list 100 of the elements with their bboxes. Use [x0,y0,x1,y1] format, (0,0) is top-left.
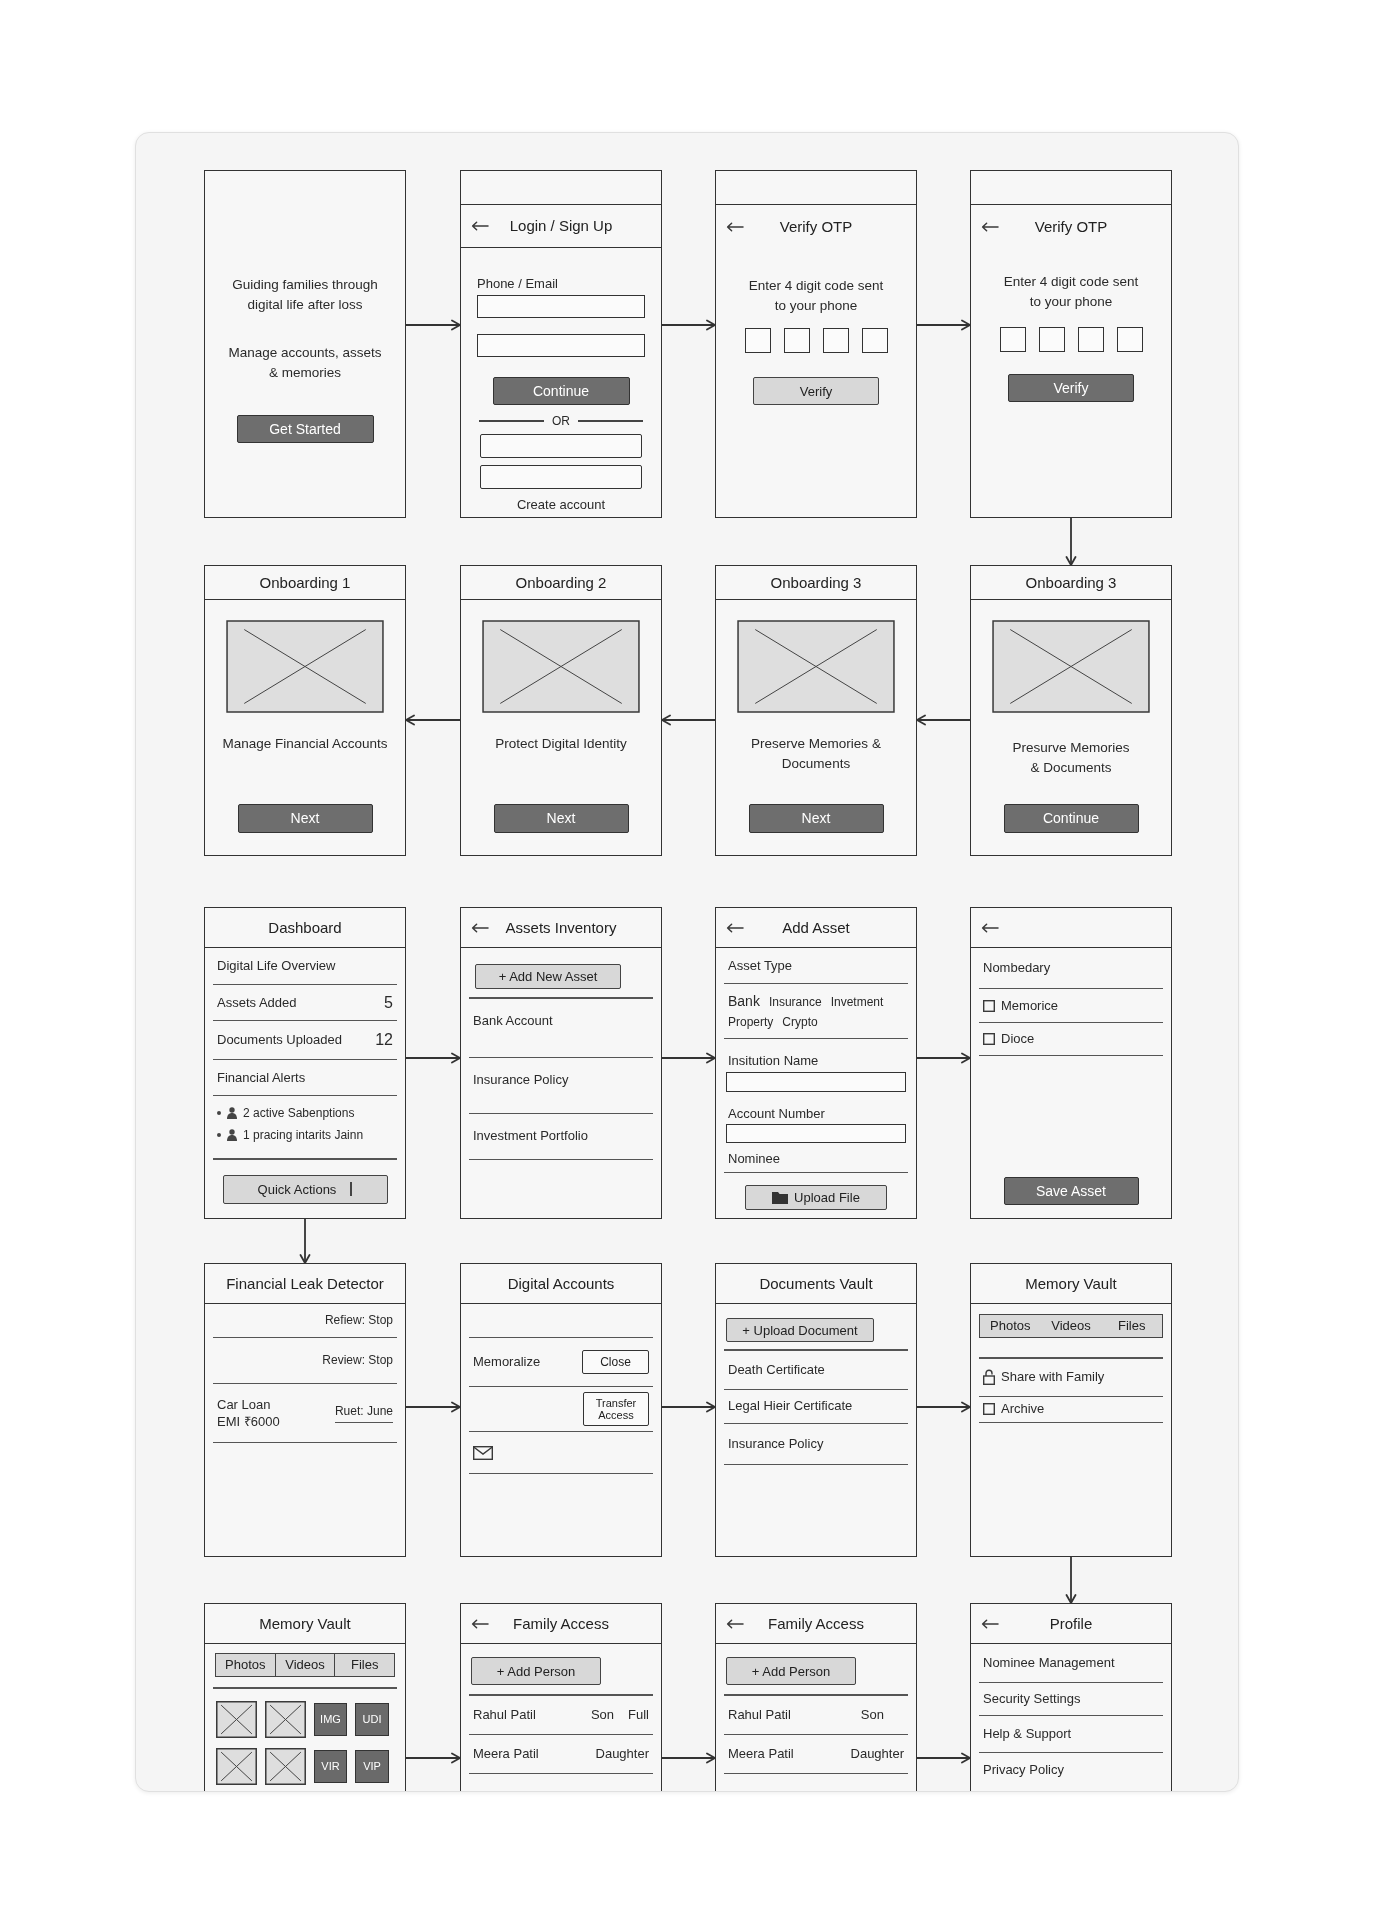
phone-screen [204,1603,406,1791]
body-text: Enter 4 digit code sent to your phone [747,277,885,315]
list-item-text: Legal Hieir Certificate [728,1398,853,1414]
screen-title: Verify OTP [1034,217,1108,237]
list-item-text: Nombedary [983,960,1051,976]
link-text: Create account [516,497,606,513]
list-item-text: Meera Patil [728,1745,794,1762]
screen-title: Documents Vault [759,1273,873,1294]
arrow [661,319,716,331]
primary-button: Save Asset [1003,1177,1139,1205]
list-item-text: Review: Stop [322,1353,393,1368]
screen-title: Family Access [513,1613,609,1634]
phone-screen [460,1263,662,1557]
body-text: Enter 4 digit code sent to your phone [1002,273,1140,311]
phone-screen [204,1263,406,1557]
list-item-text: Nominee [728,1150,781,1167]
screen-title: Memory Vault [1025,1273,1117,1294]
phone-screen [715,1603,917,1791]
tab: Videos [1040,1315,1102,1337]
screen-title: Onboarding 3 [1025,572,1117,593]
screen-title: Onboarding 3 [770,572,862,593]
list-item-text: Privacy Policy [983,1762,1064,1778]
outline-button: Transfer Access [583,1392,649,1426]
secondary-button: Quick Actions [222,1174,388,1204]
body-text: Preserve Memories & Documents [750,735,882,773]
arrow [405,1401,461,1413]
arrow [661,714,716,726]
media-tile: UDI [355,1702,389,1736]
list-item-text: Dioce [1001,1031,1035,1047]
screen-title: Family Access [768,1613,864,1634]
primary-button: Verify [1008,374,1134,402]
list-item-text: Memorice [1001,997,1059,1014]
list-item-text: Investment Portfolio [473,1128,588,1144]
list-item-text: Archive [1001,1401,1045,1417]
phone-screen [460,907,662,1219]
list-item-text: Nominee Management [983,1655,1115,1671]
phone-screen [970,1263,1172,1557]
screen-title: Assets Inventory [505,917,617,938]
phone-screen [970,1603,1172,1791]
media-tile: IMG [314,1702,347,1736]
arrow [916,319,971,331]
phone-screen [460,565,662,856]
phone-screen [204,170,406,518]
list-item-text: Insurance Policy [728,1435,824,1452]
option-text: Property [728,1013,774,1031]
secondary-button: + Upload Document [726,1318,874,1342]
phone-screen [460,170,662,518]
arrow [1065,1556,1077,1604]
tab: Videos [275,1654,336,1676]
screen-title: Onboarding 1 [259,572,351,593]
option-text: Crypto [782,1013,818,1031]
arrow [661,1752,716,1764]
phone-screen [970,907,1172,1219]
media-tile: VIP [355,1749,389,1783]
list-item-text: Daughter [850,1745,904,1762]
body-text: Presurve Memories & Documents [1011,739,1131,777]
secondary-button: + Add Person [726,1657,856,1685]
field-label: Insitution Name [728,1053,819,1069]
list-item-text: Insurance Policy [473,1071,569,1088]
list-item-text: Car Loan EMI ₹6000 [217,1396,281,1430]
list-item-text: Meera Patil [473,1745,539,1762]
list-item-text: Memoralize [473,1354,541,1370]
screen-title: Verify OTP [779,217,853,237]
body-text: Manage Financial Accounts [221,735,389,753]
arrow [299,1218,311,1264]
primary-button: Continue [1003,804,1139,833]
stat-value: 12 [375,1030,393,1050]
arrow [661,1401,716,1413]
arrow [405,1752,461,1764]
phone-screen [715,1263,917,1557]
arrow [1065,517,1077,566]
divider-label: OR [552,413,570,429]
alert-text: 1 pracing intarits Jainn [243,1127,364,1143]
phone-screen [715,170,917,518]
list-item-text: Asset Type [728,957,793,974]
tab: Files [335,1654,394,1676]
arrow [405,714,461,726]
tab: Files [1101,1315,1162,1337]
arrow [405,1052,461,1064]
list-item-text: Rahul Patil [473,1706,536,1723]
primary-button: Next [237,804,373,833]
list-item-text: Security Settings [983,1691,1081,1707]
screen-title: Login / Sign Up [509,216,613,236]
tab: Photos [980,1315,1041,1337]
phone-screen [204,907,406,1219]
arrow [661,1052,716,1064]
body-text: Manage accounts, assets & memories [227,344,383,382]
secondary-button: Upload File [745,1185,887,1210]
screen-title: Financial Leak Detector [226,1273,384,1294]
arrow [916,1401,971,1413]
list-item-text: Ruet: June [334,1403,393,1423]
arrow [916,1052,971,1064]
list-item-text: Share with Family [1001,1369,1105,1385]
primary-button: Next [493,804,629,833]
arrow [916,1752,971,1764]
phone-screen [970,565,1172,856]
list-item-text: Bank Account [473,1012,553,1029]
arrow [916,714,971,726]
primary-button: Continue [492,377,630,405]
secondary-button: + Add New Asset [475,964,621,989]
